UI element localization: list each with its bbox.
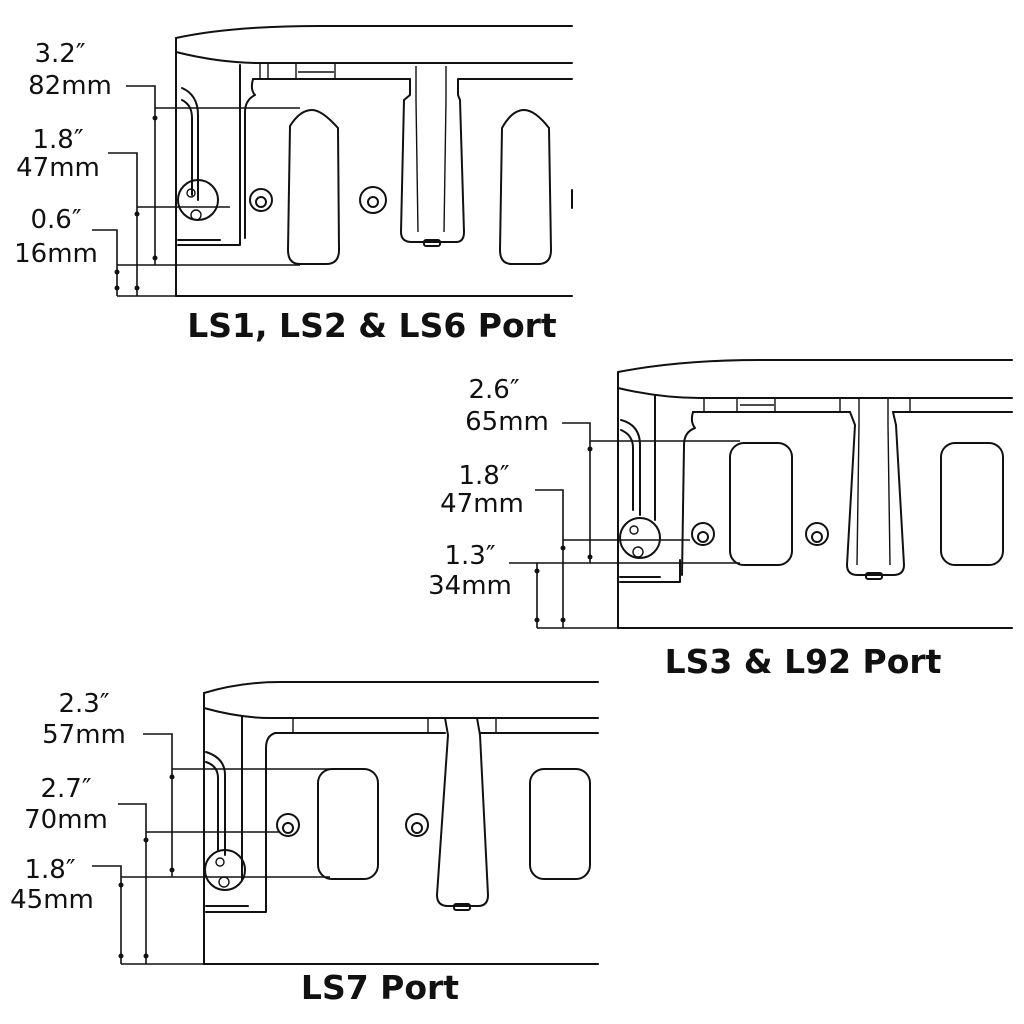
panel-ls3-l92: 2.6″ 65mm 1.8″ 47mm 1.3″ 34mm LS3 & L92 … xyxy=(428,359,1013,681)
dim-3-mm: 34mm xyxy=(428,571,512,601)
dimension-lines xyxy=(92,733,330,965)
dim-3-inches: 0.6″ xyxy=(30,205,81,235)
cylinder-head-drawing xyxy=(175,25,573,297)
panel-title: LS7 Port xyxy=(301,968,459,1007)
dimension-lines xyxy=(509,422,740,629)
panel-title: LS1, LS2 & LS6 Port xyxy=(187,306,557,345)
dimension-lines xyxy=(92,85,300,297)
panel-ls7: 2.3″ 57mm 2.7″ 70mm 1.8″ 45mm LS7 Port xyxy=(10,681,599,1007)
dim-2-mm: 47mm xyxy=(440,489,524,519)
dim-1-mm: 57mm xyxy=(42,720,126,750)
dim-2-mm: 47mm xyxy=(16,153,100,183)
dim-1-mm: 82mm xyxy=(28,71,112,101)
dim-2-inches: 2.7″ xyxy=(40,774,91,804)
dim-1-inches: 3.2″ xyxy=(34,39,85,69)
dim-1-inches: 2.3″ xyxy=(58,689,109,719)
panel-ls1-ls2-ls6: 3.2″ 82mm 1.8″ 47mm 0.6″ 16mm LS1, LS2 &… xyxy=(14,25,573,345)
dim-3-inches: 1.3″ xyxy=(444,541,495,571)
dim-2-mm: 70mm xyxy=(24,805,108,835)
cylinder-head-drawing xyxy=(617,359,1013,629)
dim-2-inches: 1.8″ xyxy=(458,461,509,491)
panel-title: LS3 & L92 Port xyxy=(665,642,942,681)
dim-3-inches: 1.8″ xyxy=(24,855,75,885)
cylinder-head-drawing xyxy=(203,681,599,965)
dim-2-inches: 1.8″ xyxy=(32,125,83,155)
dim-3-mm: 16mm xyxy=(14,239,98,269)
dim-1-inches: 2.6″ xyxy=(468,375,519,405)
dim-3-mm: 45mm xyxy=(10,885,94,915)
dim-1-mm: 65mm xyxy=(465,407,549,437)
